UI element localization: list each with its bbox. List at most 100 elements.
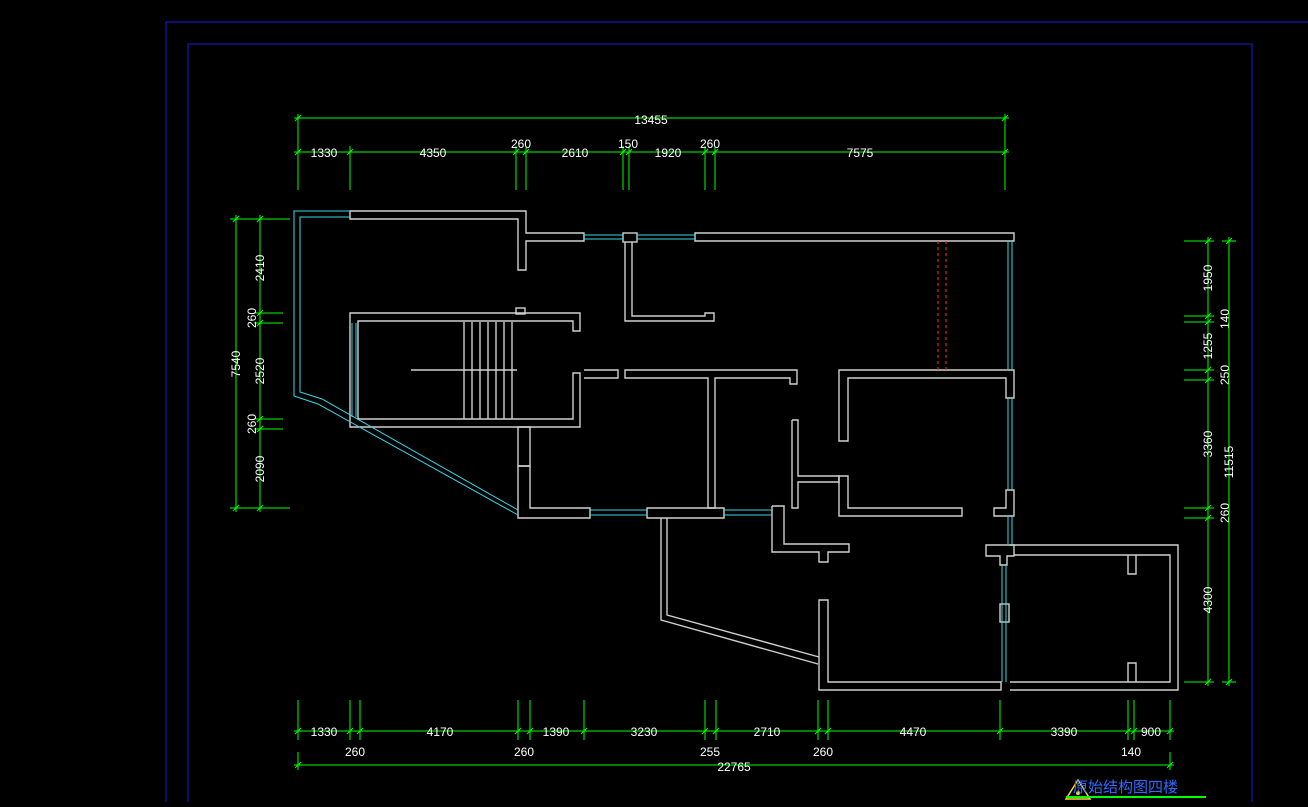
dim-right-segment-value: 3360 [1201,430,1215,457]
outer-frame-line [165,21,1308,802]
dim-top-segment-value: 260 [700,137,720,151]
dim-top-segment-value: 4350 [420,146,447,160]
dim-right-segment-value: 140 [1218,309,1232,329]
dimension-tick [256,319,264,327]
dim-top-segment-value: 1920 [655,146,682,160]
door-gap-middle [584,369,619,379]
dimension-tick [1204,312,1212,320]
wall-bottom-mid [646,507,725,519]
dimension-tick [294,114,302,122]
wall-top-right [694,232,1015,242]
partition-center [791,419,840,509]
dimension-tick [522,148,530,156]
dimension-tick [294,761,302,769]
dimension-tick [1001,148,1009,156]
wall-middle-top [624,369,798,509]
title-block: 原始结构图四楼 [1064,778,1206,800]
title-emblem-dot [1076,791,1080,795]
stair-post [515,307,526,315]
dimension-tick [346,148,354,156]
dim-left-segment-value: 260 [245,308,259,328]
dim-top-overall-value: 13455 [634,113,668,127]
dim-right-segment-value: 4300 [1201,586,1215,613]
dimension-tick [256,415,264,423]
dimension-tick [701,727,709,735]
dim-left-segment-value: 2520 [253,357,267,384]
dimension-tick [1204,318,1212,326]
dim-right-segment-value: 260 [1218,503,1232,523]
dimension-tick [824,727,832,735]
dimension-tick [814,727,822,735]
column-top [622,232,638,243]
dimension-tick [1124,727,1132,735]
dim-top-segment-value: 1330 [311,146,338,160]
dimension-tick [1225,678,1233,686]
dim-bottom-segment-value: 3390 [1051,725,1078,739]
dim-left-segment-value: 260 [245,414,259,434]
dim-bottom-segment-value: 4470 [900,725,927,739]
dim-bottom-minor-value: 260 [345,745,365,759]
dim-right-segment-value: 1950 [1201,264,1215,291]
dimension-tick [1166,761,1174,769]
dimension-tick [712,727,720,735]
dimension-tick [1001,114,1009,122]
dim-bottom-minor-value: 140 [1121,745,1141,759]
dimension-tick [711,148,719,156]
dim-bottom-segment-value: 3230 [631,725,658,739]
title-emblem-icon [1064,778,1092,800]
dimension-tick [1166,727,1174,735]
ledge-diagonal [660,518,819,665]
wall-right-room-bottom [838,475,963,517]
dimension-tick [1204,514,1212,522]
partition-top [624,242,715,322]
window-left-bay [293,210,519,516]
dimension-tick [701,148,709,156]
dim-bottom-minor-value: 260 [813,745,833,759]
dimension-tick [526,727,534,735]
dim-left-segment-value: 2090 [253,455,267,482]
balcony-post-top [1127,555,1137,575]
dim-right-segment-value: 1255 [1201,332,1215,359]
partition-bath [771,505,850,563]
dim-top-segment-value: 150 [618,137,638,151]
dim-bottom-segment-value: 1330 [311,725,338,739]
dimension-tick [1204,237,1212,245]
dimension-tick [619,148,627,156]
drawing-frame [165,21,1308,802]
hidden-beam [937,241,947,370]
dimension-tick [1204,678,1212,686]
wall-bottom-left [517,465,591,519]
dimension-tick [294,727,302,735]
dim-bottom-minor-value: 260 [514,745,534,759]
balcony-outline [1010,544,1179,691]
dimension-tick [996,727,1004,735]
inner-frame-line [187,43,1253,802]
dim-bottom-overall-value: 22765 [717,760,751,774]
dim-top-segment-value: 2610 [562,146,589,160]
dim-right-overall-value: 11515 [1222,445,1236,478]
wall-top-left [349,210,585,271]
dim-bottom-segment-value: 1390 [543,725,570,739]
balcony-post-bottom [1127,662,1137,682]
dimension-tick [256,309,264,317]
wall-right-room-top [838,369,1015,442]
dimension-tick [256,425,264,433]
walls [349,210,1179,691]
wall-lower-room [818,599,1002,691]
dim-bottom-segment-value: 900 [1141,725,1161,739]
window-left-bay-inner [299,216,519,511]
dim-bottom-segment-value: 4170 [427,725,454,739]
dim-bottom-minor-value: 255 [700,745,720,759]
dim-right-segment-value: 250 [1218,365,1232,385]
windows [293,210,1013,682]
dimension-tick [1225,237,1233,245]
dimension-lines: 13455 1330 4350 260 2610 150 1920 260 7575 1330 41… [229,113,1236,774]
dimension-tick [514,727,522,735]
dimension-tick [1130,727,1138,735]
dimension-tick [1204,376,1212,384]
dimension-tick [256,215,264,223]
drawing-title: 原始结构图四楼 [1073,779,1178,796]
dim-top-segment-value: 7575 [847,146,874,160]
